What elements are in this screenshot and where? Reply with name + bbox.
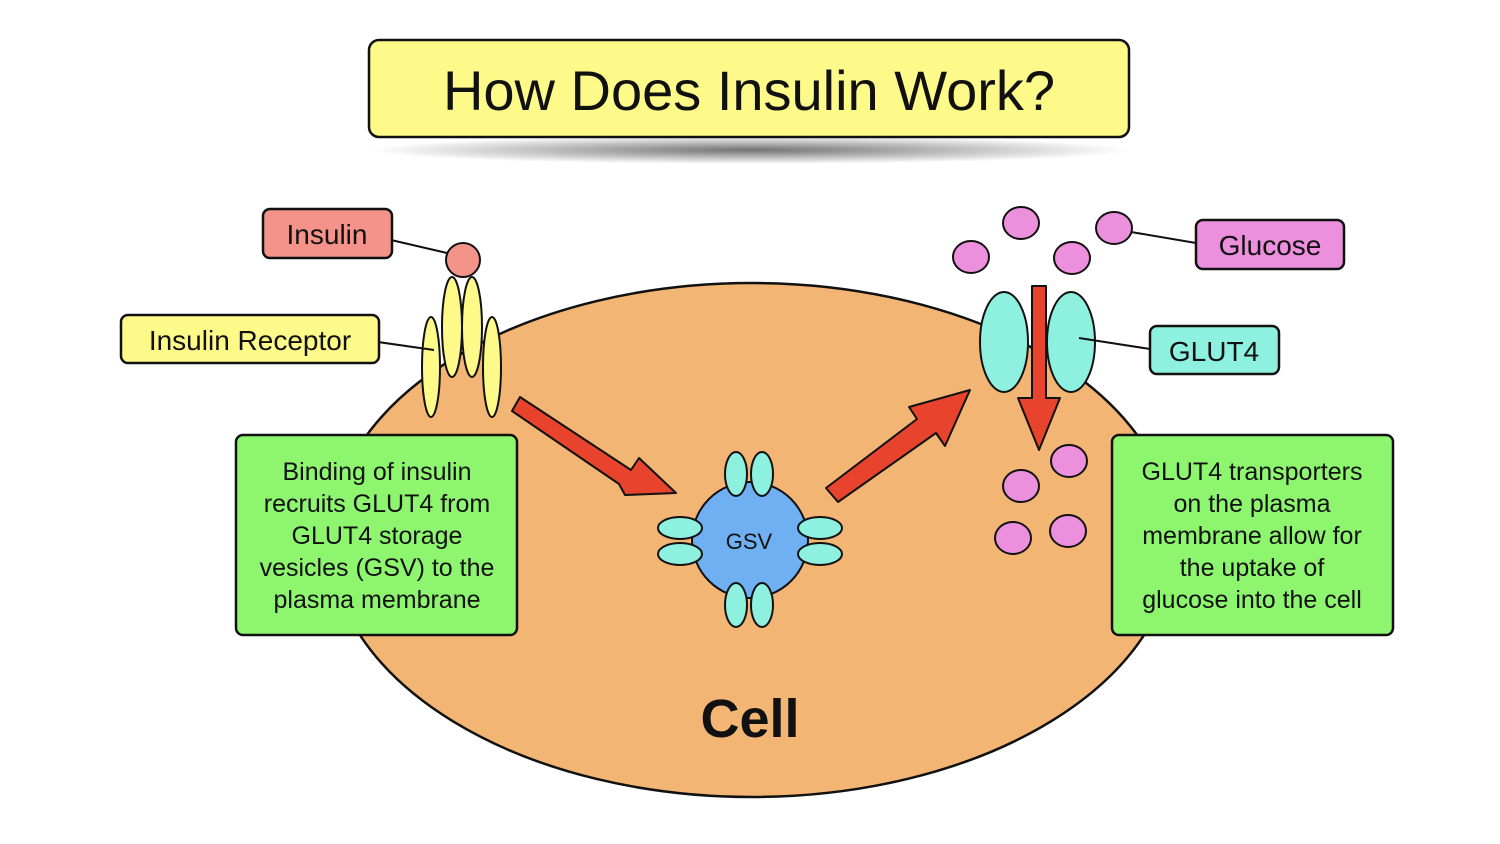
note-right-line: GLUT4 transporters	[1142, 458, 1363, 486]
insulin-label: Insulin	[287, 219, 368, 250]
note-left-line: GLUT4 storage	[292, 522, 463, 550]
note-left-line: vesicles (GSV) to the	[260, 554, 495, 582]
insulin-receptor-icon	[421, 276, 502, 418]
glucose-molecule-icon	[1050, 444, 1088, 478]
glucose-connector	[1130, 231, 1197, 244]
gsv-vesicle-icon	[657, 451, 843, 628]
page-title: How Does Insulin Work?	[443, 59, 1055, 122]
note-right-text: GLUT4 transporters on the plasma membran…	[1142, 458, 1363, 614]
insulin-receptor-label: Insulin Receptor	[149, 325, 351, 356]
title-shadow	[370, 136, 1130, 164]
glucose-molecules-inside	[994, 444, 1088, 555]
insulin-receptor-label-box	[119, 313, 381, 365]
glucose-molecule-icon	[952, 240, 990, 274]
note-right-line: membrane allow for	[1142, 522, 1362, 550]
insulin-receptor-connector	[377, 341, 435, 351]
process-arrow-icon	[1017, 285, 1061, 451]
note-left-text: Binding of insulin recruits GLUT4 from G…	[260, 458, 495, 614]
note-right-box	[1110, 433, 1395, 637]
glut4-label-box	[1148, 324, 1281, 376]
note-right-line: the uptake of	[1180, 554, 1325, 582]
note-left-line: plasma membrane	[273, 586, 480, 614]
insulin-label-box	[261, 207, 394, 260]
glucose-molecules-outside	[952, 206, 1133, 275]
title-box	[367, 38, 1131, 139]
note-right-line: on the plasma	[1173, 490, 1330, 518]
glucose-molecule-icon	[1053, 241, 1091, 275]
glucose-label: Glucose	[1219, 230, 1322, 261]
glucose-molecule-icon	[1002, 206, 1040, 240]
glut4-transporter-icon	[979, 291, 1096, 393]
insulin-connector	[390, 239, 448, 254]
note-left-line: recruits GLUT4 from	[264, 490, 490, 518]
process-arrow-icon	[511, 396, 677, 496]
cell-label: Cell	[700, 689, 799, 749]
glucose-molecule-icon	[1002, 469, 1040, 503]
glut4-connector	[1078, 337, 1151, 350]
note-right-line: glucose into the cell	[1142, 586, 1362, 614]
insulin-molecule-icon	[445, 242, 481, 278]
glucose-molecule-icon	[1095, 211, 1133, 245]
process-arrow-icon	[825, 389, 971, 503]
gsv-label: GSV	[726, 529, 773, 554]
glucose-label-box	[1194, 218, 1346, 271]
glucose-molecule-icon	[1049, 514, 1087, 548]
note-left-box	[234, 433, 519, 637]
note-left-line: Binding of insulin	[282, 458, 471, 486]
glut4-label: GLUT4	[1169, 336, 1259, 367]
glucose-molecule-icon	[994, 521, 1032, 555]
